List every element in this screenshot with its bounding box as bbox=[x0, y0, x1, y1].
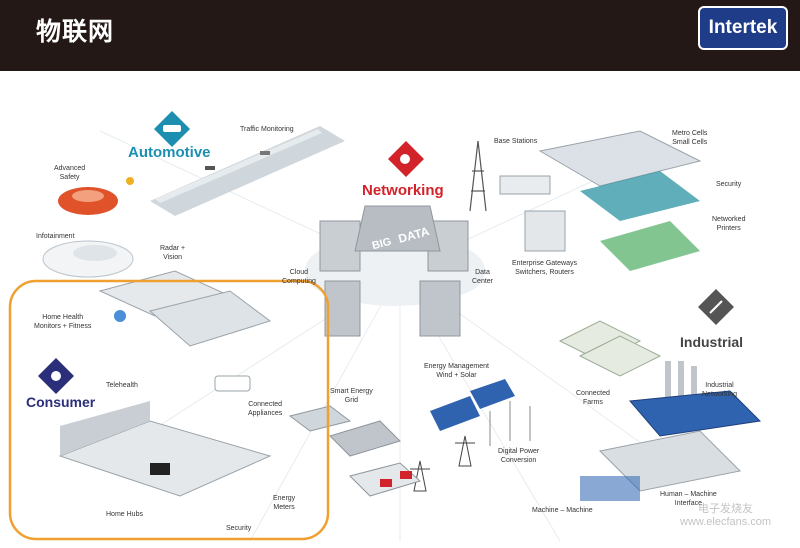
big-data-cloud bbox=[305, 205, 485, 337]
home-hubs-label: Home Hubs bbox=[106, 511, 143, 518]
enterprise-buildings bbox=[499, 130, 702, 271]
page-title: 物联网 bbox=[36, 17, 115, 46]
connected-appliances-label: Connected Appliances bbox=[248, 401, 283, 417]
watermark: 电子发烧友 www.elecfans.com bbox=[680, 503, 772, 528]
telehealth-label: Telehealth bbox=[106, 382, 138, 389]
enterprise-gateways-label: Enterprise Gateways Switchers, Routers bbox=[512, 260, 577, 276]
automotive-heading: Automotive bbox=[128, 144, 211, 161]
energy-management-label: Energy Management Wind + Solar bbox=[424, 363, 489, 379]
security-bottom-label: Security bbox=[226, 525, 252, 532]
base-stations-label: Base Stations bbox=[494, 138, 538, 145]
diagram-illustration bbox=[8, 111, 762, 542]
factory bbox=[580, 361, 762, 501]
digital-power-label: Digital Power Conversion bbox=[498, 448, 540, 464]
cloud-computing-label: Cloud Computing bbox=[282, 269, 316, 285]
connected-farms-label: Connected Farms bbox=[576, 390, 610, 406]
consumer-heading: Consumer bbox=[26, 394, 96, 410]
consumer-icon bbox=[38, 358, 74, 394]
industrial-icon bbox=[698, 289, 734, 325]
industrial-networking-label: Industrial Networking bbox=[702, 382, 738, 398]
radar-vision-label: Radar + Vision bbox=[160, 245, 186, 261]
data-center-label: Data Center bbox=[472, 269, 494, 285]
human-machine-label: Human – Machine Interface bbox=[660, 491, 717, 507]
metro-cells-label: Metro Cells Small Cells bbox=[672, 130, 708, 146]
security-top-label: Security bbox=[716, 181, 742, 188]
base-station-tower bbox=[469, 140, 487, 212]
automotive-icon bbox=[154, 111, 190, 147]
home-health-label: Home Health Monitors + Fitness bbox=[34, 314, 92, 330]
connected-farms-greenhouses bbox=[558, 320, 662, 377]
header-bar: 物联网 Intertek bbox=[0, 0, 800, 71]
smart-energy-grid-label: Smart Energy Grid bbox=[330, 388, 373, 404]
consumer-highlight-border bbox=[8, 279, 330, 541]
machine-machine-label: Machine – Machine bbox=[532, 507, 593, 514]
traffic-monitoring-label: Traffic Monitoring bbox=[240, 126, 294, 133]
solar-wind-field bbox=[430, 379, 531, 446]
power-pylons bbox=[410, 435, 475, 492]
industrial-heading: Industrial bbox=[680, 334, 744, 350]
networked-printers-label: Networked Printers bbox=[712, 216, 746, 232]
consumer-home-scene bbox=[58, 270, 272, 497]
energy-meters-label: Energy Meters bbox=[273, 495, 296, 511]
networking-icon bbox=[388, 141, 424, 177]
smart-grid-equipment bbox=[288, 405, 421, 497]
infotainment-label: Infotainment bbox=[36, 233, 75, 240]
iot-diagram: Automotive Networking Industrial Consume… bbox=[0, 71, 800, 548]
networking-heading: Networking bbox=[362, 182, 444, 199]
advanced-safety-label: Advanced Safety bbox=[54, 165, 86, 181]
intertek-logo: Intertek bbox=[698, 6, 788, 50]
automotive-scene bbox=[42, 126, 345, 278]
